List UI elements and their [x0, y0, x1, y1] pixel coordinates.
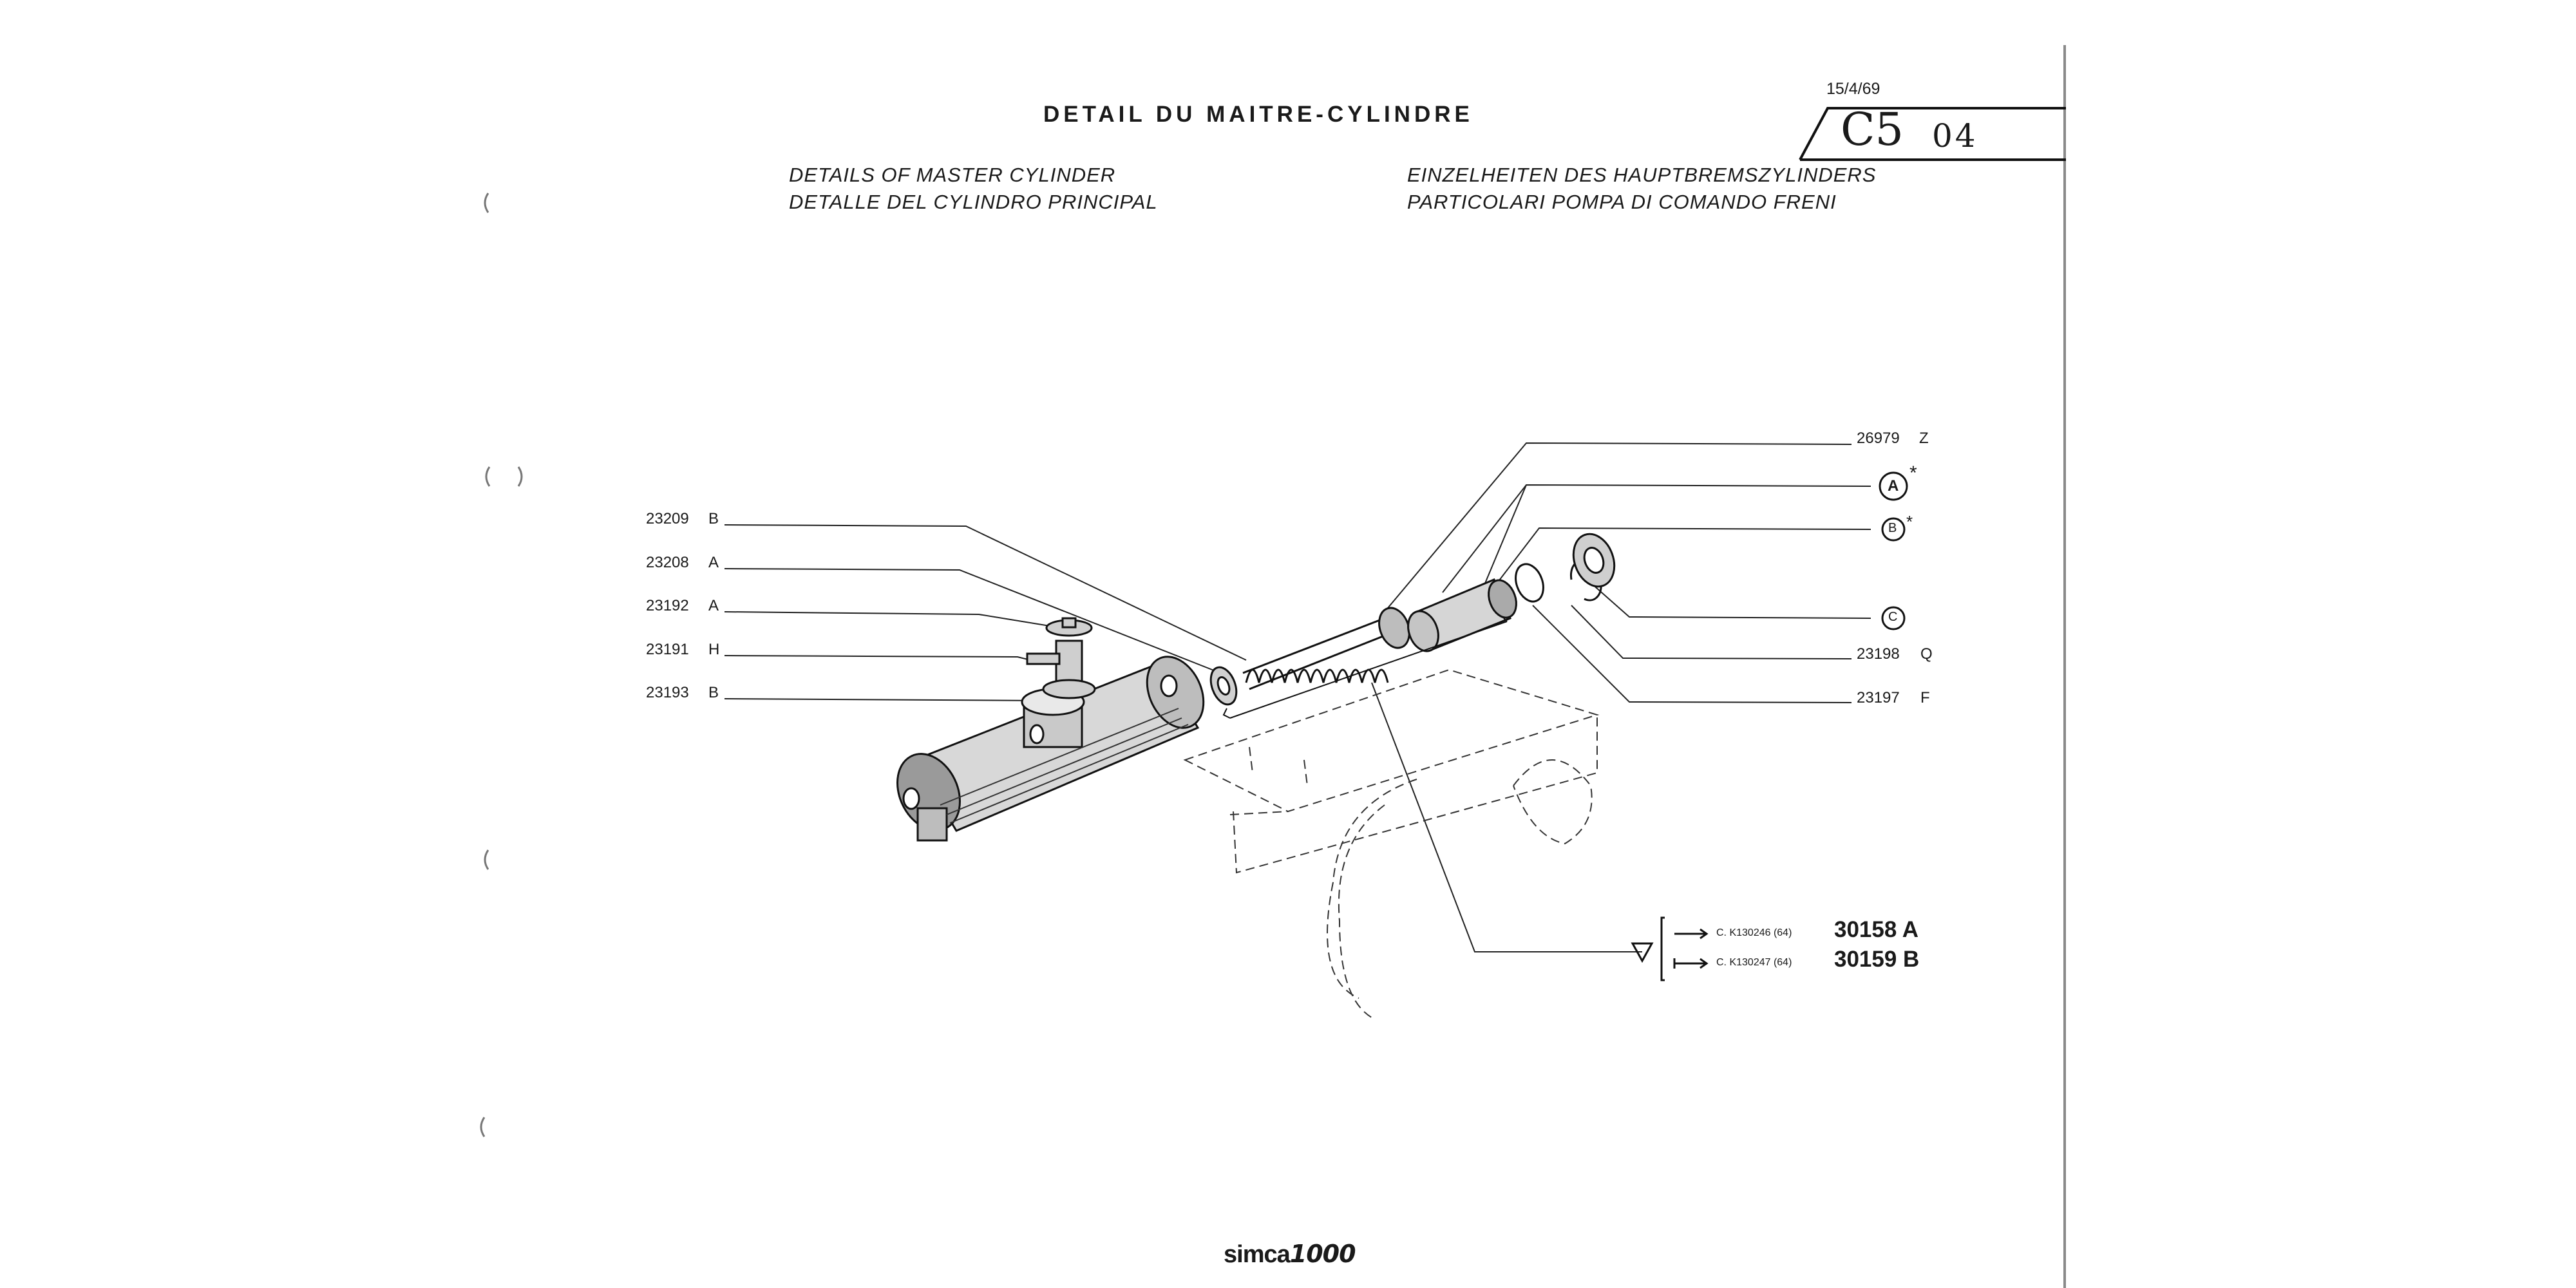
- part-letter: B: [708, 684, 719, 701]
- subtitle-spanish: DETALLE DEL CYLINDRO PRINCIPAL: [789, 191, 1158, 213]
- part-letter: A: [708, 597, 719, 614]
- variant-bracket: [1631, 916, 1709, 981]
- section-code: C5: [1841, 103, 1904, 156]
- callout-circles: [1879, 471, 1908, 630]
- brand-name: simca: [1224, 1241, 1291, 1268]
- seal-cup: [1209, 666, 1238, 706]
- part-number: 23191: [646, 641, 689, 658]
- cylinder-body: [896, 656, 1205, 842]
- left-leader-lines: [724, 524, 1247, 701]
- asterisk-note: *: [1909, 462, 1917, 484]
- variant-part: 30158 A: [1834, 917, 1919, 942]
- part-letter: F: [1920, 689, 1930, 706]
- subtitle-german: EINZELHEITEN DES HAUPTBREMSZYLINDERS: [1407, 164, 1877, 186]
- filler-cap: [1026, 617, 1096, 699]
- subtitle-italian: PARTICOLARI POMPA DI COMANDO FRENI: [1407, 191, 1837, 213]
- page-code: 04: [1932, 117, 1978, 155]
- part-number: 23197: [1857, 689, 1900, 706]
- brand-model: 1000: [1289, 1240, 1356, 1268]
- binder-marks: [480, 193, 523, 1137]
- right-leader-lines: [1371, 442, 1871, 952]
- body-shading: [940, 708, 1189, 824]
- part-letter: Z: [1919, 430, 1929, 447]
- part-number: 26979: [1857, 430, 1900, 447]
- callout-letter-b: B: [1888, 521, 1897, 535]
- part-letter: B: [708, 510, 719, 527]
- date-stamp: 15/4/69: [1826, 80, 1880, 98]
- variant-ref: C. K130247 (64): [1716, 957, 1792, 968]
- asterisk-note: *: [1906, 512, 1913, 531]
- return-spring: [1242, 617, 1389, 690]
- page-edge: [2063, 45, 2066, 1288]
- subtitle-english: DETAILS OF MASTER CYLINDER: [789, 164, 1116, 186]
- part-number: 23193: [646, 684, 689, 701]
- variant-ref: C. K130246 (64): [1716, 927, 1792, 938]
- brand-logo: simca1000: [1224, 1240, 1356, 1269]
- part-number: 23208: [646, 554, 689, 571]
- part-number: 23209: [646, 510, 689, 527]
- page-title: DETAIL DU MAITRE-CYLINDRE: [1043, 102, 1473, 127]
- dust-boot: [1572, 533, 1616, 588]
- part-number: 23192: [646, 597, 689, 614]
- variant-part: 30159 B: [1834, 947, 1920, 972]
- callout-letter-c: C: [1888, 610, 1898, 624]
- reference-box: [1799, 107, 2066, 161]
- mounting-bracket: [1183, 668, 1600, 1018]
- part-letter: Q: [1920, 645, 1933, 663]
- part-letter: H: [708, 641, 720, 658]
- assembly-axis: [1222, 618, 1508, 719]
- callout-letter-a: A: [1888, 477, 1899, 495]
- part-number: 23198: [1857, 645, 1900, 663]
- piston: [1407, 578, 1517, 652]
- part-letter: A: [708, 554, 719, 571]
